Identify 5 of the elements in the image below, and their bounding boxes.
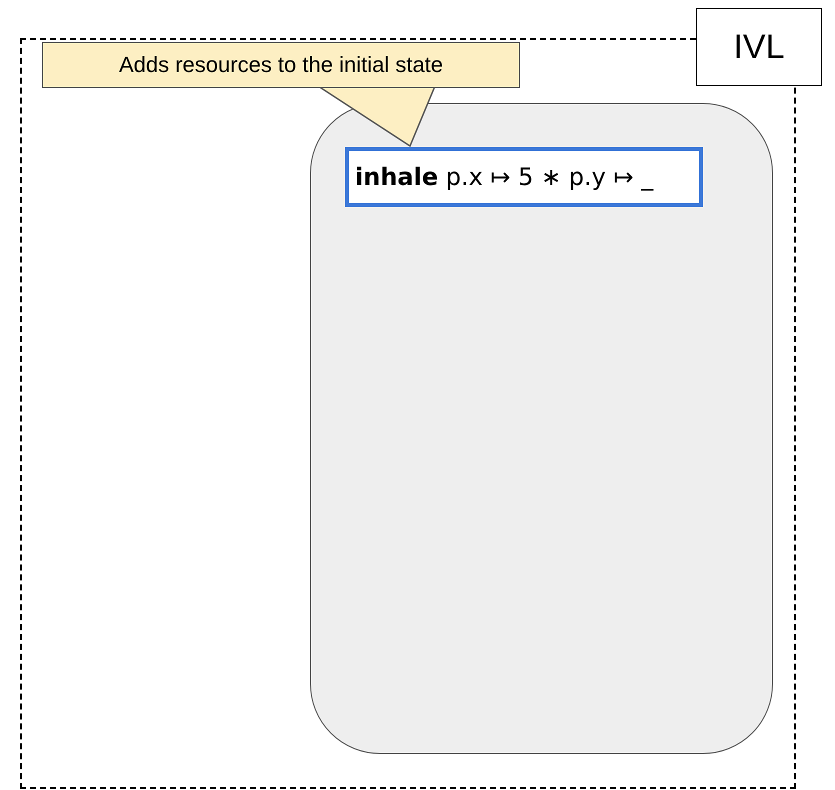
- callout-text: Adds resources to the initial state: [118, 52, 444, 78]
- rounded-panel: [310, 103, 773, 754]
- code-text: inhale p.x ↦ 5 ∗ p.y ↦ _: [355, 163, 654, 191]
- code-box: [345, 147, 703, 207]
- title-box: IVL: [696, 8, 822, 86]
